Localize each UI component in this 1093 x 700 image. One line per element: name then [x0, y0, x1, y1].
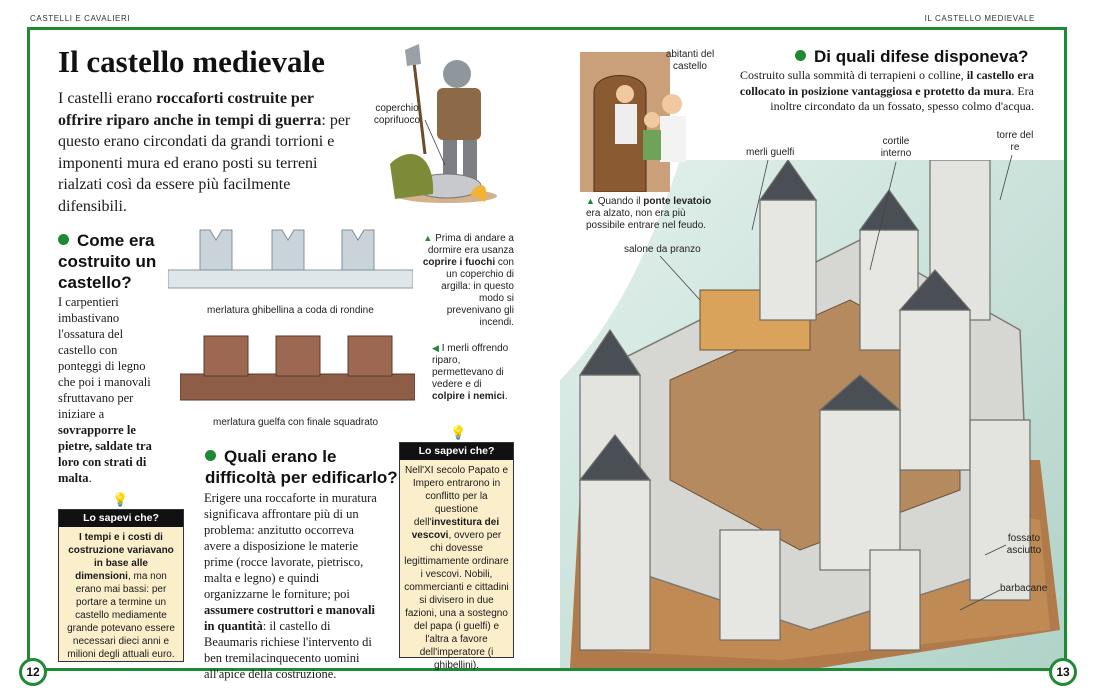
green-bullet-icon — [795, 50, 806, 62]
fact-box-costs: Lo sapevi che? I tempi e i costi di cost… — [58, 509, 184, 662]
merli-caption: ◀ I merli offrendo riparo, permettevano … — [432, 342, 514, 403]
running-head-left: CASTELLI E CAVALIERI — [30, 14, 131, 23]
page-frame — [27, 27, 1067, 671]
curfew-caption: ▲ Prima di andare a dormire era usanza c… — [422, 232, 514, 329]
fact-box-header: Lo sapevi che? — [59, 510, 183, 527]
label-fossato: fossato asciutto — [1006, 533, 1042, 556]
come-text-2: . — [88, 471, 92, 485]
intro-text-1: I castelli erano — [58, 90, 157, 107]
fact-box-investiture: Lo sapevi che? Nell'XI secolo Papato e I… — [399, 442, 514, 671]
fact-box-text: Nell'XI secolo Papato e Impero entrarono… — [400, 460, 513, 676]
come-bold: sovrapporre le pietre, saldate tra loro … — [58, 423, 152, 485]
green-bullet-icon — [58, 234, 69, 246]
difficolta-bold: assumere costruttori e manovali in quant… — [204, 603, 375, 633]
page-number-left: 12 — [19, 658, 47, 686]
heading-come-text: Come era costruito un castello? — [58, 231, 157, 292]
difese-bold: il castello era collocato in posizione v… — [739, 68, 1034, 98]
merli-caption-text-2: . — [504, 391, 508, 402]
triangle-up-icon: ▲ — [423, 233, 433, 243]
guelph-caption: merlatura guelfa con finale squadrato — [213, 417, 379, 428]
curfew-caption-bold: coprire i fuochi — [422, 257, 496, 268]
difese-text-2: . Era inoltre circondato da un fossato, … — [770, 83, 1034, 114]
fact-box-body: , ma non erano mai bassi: per portare a … — [67, 571, 175, 660]
guelph-merlon-illustration — [180, 335, 415, 401]
difficolta-paragraph: Erigere una roccaforte in muratura signi… — [204, 490, 384, 682]
curfew-caption-text-1: Prima di andare a dormire era usanza — [427, 233, 514, 256]
ghibelline-merlon-illustration — [168, 229, 413, 289]
lightbulb-icon: 💡 — [112, 492, 129, 507]
merli-caption-text-1: I merli offrendo riparo, permettevano di… — [432, 343, 509, 390]
fact-box-bold: investitura dei vescovi — [411, 517, 500, 541]
label-salone: salone da pranzo — [624, 244, 701, 255]
heading-come: Come era costruito un castello? — [58, 230, 173, 293]
difese-text-1: Costruito sulla sommità di terrapieni o … — [740, 68, 967, 82]
difficolta-text-2: : il castello di Beaumaris richiese l'in… — [204, 619, 372, 681]
fact-box-bold: I tempi e i costi di costruzione variava… — [68, 532, 174, 582]
label-barbacane: barbacane — [1000, 583, 1048, 594]
drawbridge-caption-bold: ponte levatoio — [643, 196, 712, 207]
triangle-up-icon: ▲ — [586, 196, 595, 206]
come-text-1: I carpentieri imbastivano l'ossatura del… — [58, 295, 151, 421]
ghibelline-caption: merlatura ghibellina a coda di rondine — [207, 305, 374, 316]
intro-paragraph: I castelli erano roccaforti costruite pe… — [58, 88, 358, 217]
drawbridge-caption-text-1: Quando il — [597, 196, 644, 207]
fact-box-header: Lo sapevi che? — [400, 443, 513, 460]
heading-difese-text: Di quali difese disponeva? — [814, 47, 1029, 66]
page-number-right: 13 — [1049, 658, 1077, 686]
drawbridge-caption: ▲ Quando il ponte levatoio era alzato, n… — [586, 195, 716, 232]
come-paragraph: I carpentieri imbastivano l'ossatura del… — [58, 294, 158, 486]
lightbulb-icon: 💡 — [450, 425, 467, 440]
guard-illustration — [390, 44, 497, 203]
intro-text-2: : per questo erano circondati da grandi … — [58, 111, 351, 215]
drawbridge-caption-text-2: era alzato, non era più possibile entrar… — [586, 208, 707, 231]
curfew-caption-text-2: con un coperchio di argilla: in questo m… — [441, 257, 514, 328]
fact-box-text: I tempi e i costi di costruzione variava… — [59, 527, 183, 665]
curfew-label: coperchio coprifuoco — [373, 103, 421, 126]
running-head-right: IL CASTELLO MEDIEVALE — [924, 14, 1035, 23]
difese-paragraph: Costruito sulla sommità di terrapieni o … — [722, 68, 1034, 115]
towers-group — [578, 160, 1031, 651]
castle-illustration — [560, 160, 1064, 668]
inhabitants-label: abitanti del castello — [665, 49, 715, 72]
inhabitants-illustration — [580, 52, 686, 192]
label-merli-guelfi: merli guelfi — [746, 147, 795, 158]
label-torre-del-re: torre del re — [996, 130, 1034, 153]
label-cortile: cortile interno — [880, 136, 912, 159]
heading-difficolta: Quali erano le difficoltà per edificarlo… — [205, 446, 405, 488]
intro-bold-1: roccaforti costruite per offrire riparo … — [58, 90, 322, 129]
triangle-left-icon: ◀ — [432, 343, 439, 353]
merli-caption-bold: colpire i nemici — [432, 391, 505, 402]
fact-box-text-2: , ovvero per chi dovesse legittimamente … — [404, 530, 509, 671]
green-bullet-icon — [205, 450, 216, 462]
difficolta-text-1: Erigere una roccaforte in muratura signi… — [204, 491, 377, 601]
heading-difese: Di quali difese disponeva? — [795, 46, 1028, 67]
heading-difficolta-text: Quali erano le difficoltà per edificarlo… — [205, 447, 398, 487]
fact-box-text-1: Nell'XI secolo Papato e Impero entrarono… — [404, 465, 509, 528]
page-title: Il castello medievale — [58, 44, 325, 79]
